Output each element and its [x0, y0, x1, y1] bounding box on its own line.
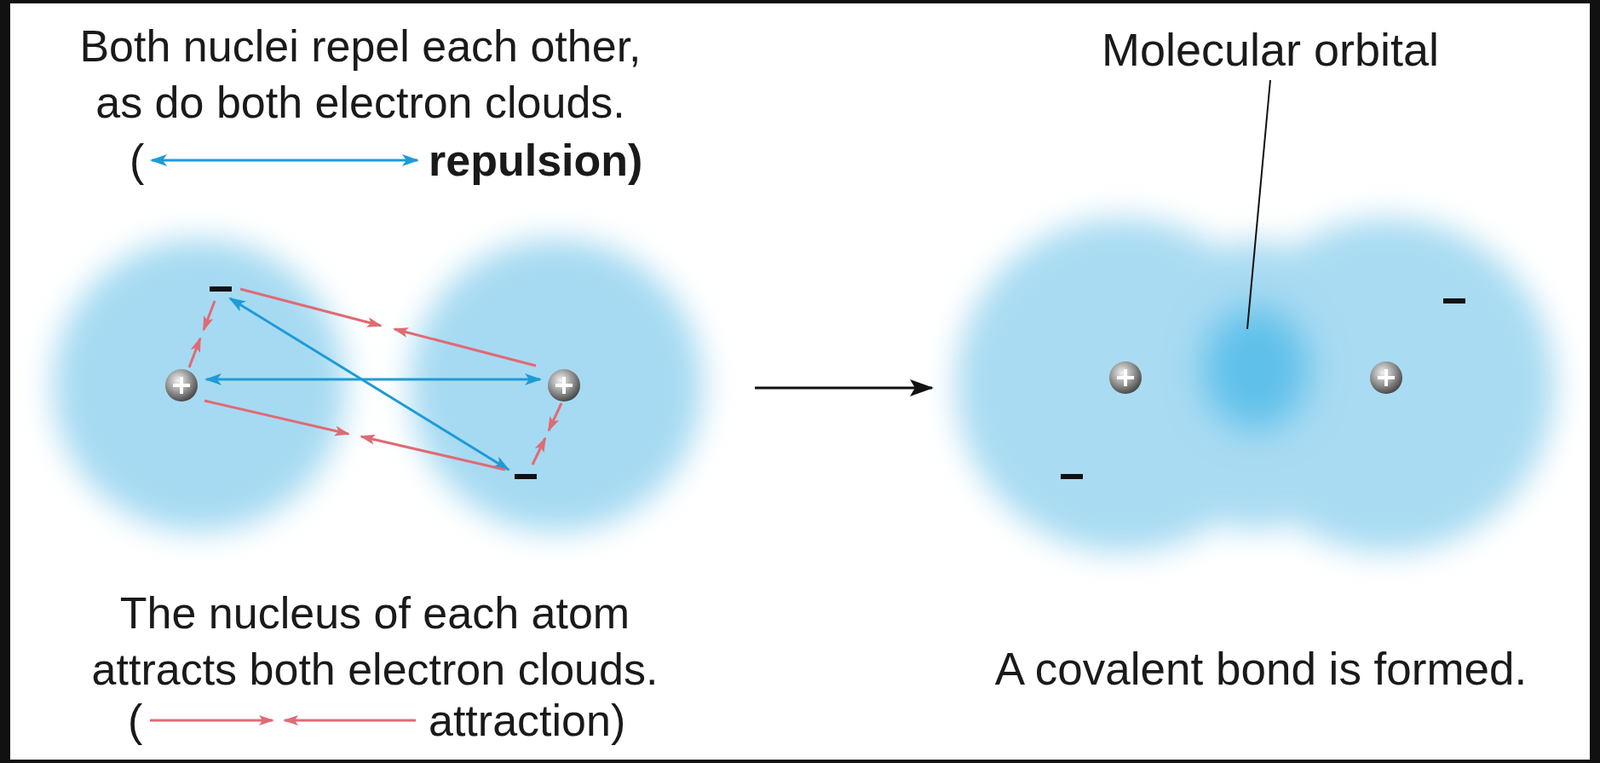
- electron-cloud: [52, 238, 346, 532]
- nucleus: [1109, 361, 1142, 394]
- electron: [209, 286, 232, 292]
- attraction-arrow: [149, 719, 273, 722]
- electron: [514, 473, 537, 479]
- attraction-arrow: [284, 719, 416, 722]
- key-label: repulsion): [428, 134, 643, 186]
- electron: [1060, 473, 1083, 479]
- nucleus: [1369, 361, 1403, 394]
- leader-line: [1247, 80, 1271, 329]
- attraction-arrow: [189, 338, 201, 368]
- heading-note: The nucleus of each atom attracts both e…: [76, 584, 674, 697]
- attraction-arrow: [240, 288, 381, 326]
- attraction-arrow: [394, 328, 536, 366]
- attraction-arrow: [361, 436, 506, 470]
- repulsion-arrow: [151, 159, 418, 162]
- nucleus: [547, 368, 581, 402]
- heading-note: Both nuclei repel each other, as do both…: [62, 17, 659, 131]
- reaction-arrow: [754, 386, 933, 390]
- bracket: (: [127, 694, 143, 746]
- molecular-orbital: [1202, 306, 1309, 430]
- attraction-arrow: [548, 402, 562, 431]
- electron-cloud: [409, 238, 703, 532]
- electron: [1443, 298, 1466, 304]
- callout-label: Molecular orbital: [1101, 23, 1439, 76]
- attraction-arrow: [203, 300, 215, 330]
- repulsion-arrow: [206, 378, 541, 381]
- bracket: (: [129, 134, 144, 186]
- nucleus: [165, 368, 198, 402]
- caption-note: A covalent bond is formed.: [995, 642, 1528, 696]
- key-label: attraction): [428, 694, 626, 746]
- repulsion-arrow: [230, 298, 509, 470]
- molecular-cloud: [955, 218, 1555, 553]
- attraction-arrow: [532, 437, 546, 465]
- attraction-arrow: [204, 400, 349, 434]
